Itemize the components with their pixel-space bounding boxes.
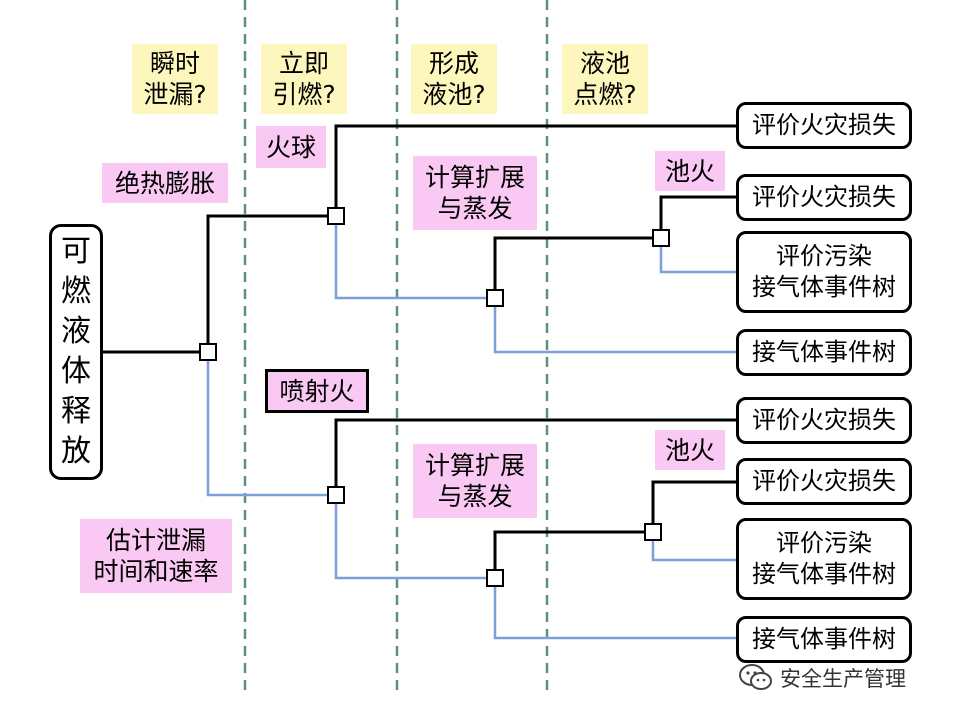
no-ignition-branch — [334, 216, 495, 300]
label-estimate-release: 估计泄漏 时间和速率 — [80, 519, 232, 593]
pool-fire-branch — [651, 480, 738, 532]
outcome-pollution-gas-tree: 评价污染 接气体事件树 — [736, 231, 912, 313]
pool-unignited-branch — [659, 238, 738, 274]
label-jet-fire: 喷射火 — [265, 369, 369, 413]
decision-node — [327, 207, 345, 225]
question-pool-formed: 形成 液池? — [411, 44, 497, 114]
label-fireball: 火球 — [256, 126, 326, 168]
pool-yes-branch — [493, 530, 653, 578]
decision-node — [486, 289, 504, 307]
decision-node — [652, 229, 670, 247]
watermark: 安全生产管理 — [738, 660, 906, 696]
pool-unignited-branch — [651, 532, 738, 562]
pool-no-branch — [493, 298, 738, 354]
no-ignition-branch — [334, 495, 495, 580]
question-instant-release: 瞬时 泄漏? — [132, 44, 218, 114]
question-immediate-ignition: 立即 引燃? — [261, 44, 347, 114]
jet-fire-branch — [334, 418, 738, 495]
outcome-fire-loss: 评价火灾损失 — [736, 174, 912, 221]
outcome-fire-loss: 评价火灾损失 — [736, 458, 912, 505]
label-pool-fire: 池火 — [655, 430, 725, 470]
label-adiabatic-expansion: 绝热膨胀 — [102, 163, 228, 203]
label-pool-fire: 池火 — [655, 151, 725, 191]
wechat-icon — [739, 664, 772, 690]
outcome-gas-tree: 接气体事件树 — [736, 616, 912, 663]
decision-node — [327, 486, 345, 504]
decision-node — [644, 523, 662, 541]
question-pool-ignited: 液池 点燃? — [562, 44, 648, 114]
decision-node — [486, 569, 504, 587]
fireball-branch — [334, 124, 738, 216]
outcome-gas-tree: 接气体事件树 — [736, 329, 912, 376]
pool-no-branch — [493, 578, 738, 640]
source-event: 可 燃 液 体 释 放 — [49, 224, 103, 480]
pool-fire-branch — [659, 195, 738, 238]
watermark-text: 安全生产管理 — [780, 667, 906, 691]
outcome-fire-loss: 评价火灾损失 — [736, 397, 912, 444]
pool-yes-branch — [493, 236, 661, 298]
instant-no-branch — [206, 352, 336, 497]
instant-yes-branch — [206, 214, 336, 352]
label-spread-evaporation: 计算扩展 与蒸发 — [413, 156, 537, 230]
decision-node — [199, 343, 217, 361]
outcome-fire-loss: 评价火灾损失 — [736, 102, 912, 149]
label-spread-evaporation: 计算扩展 与蒸发 — [413, 444, 537, 518]
outcome-pollution-gas-tree: 评价污染 接气体事件树 — [736, 518, 912, 600]
